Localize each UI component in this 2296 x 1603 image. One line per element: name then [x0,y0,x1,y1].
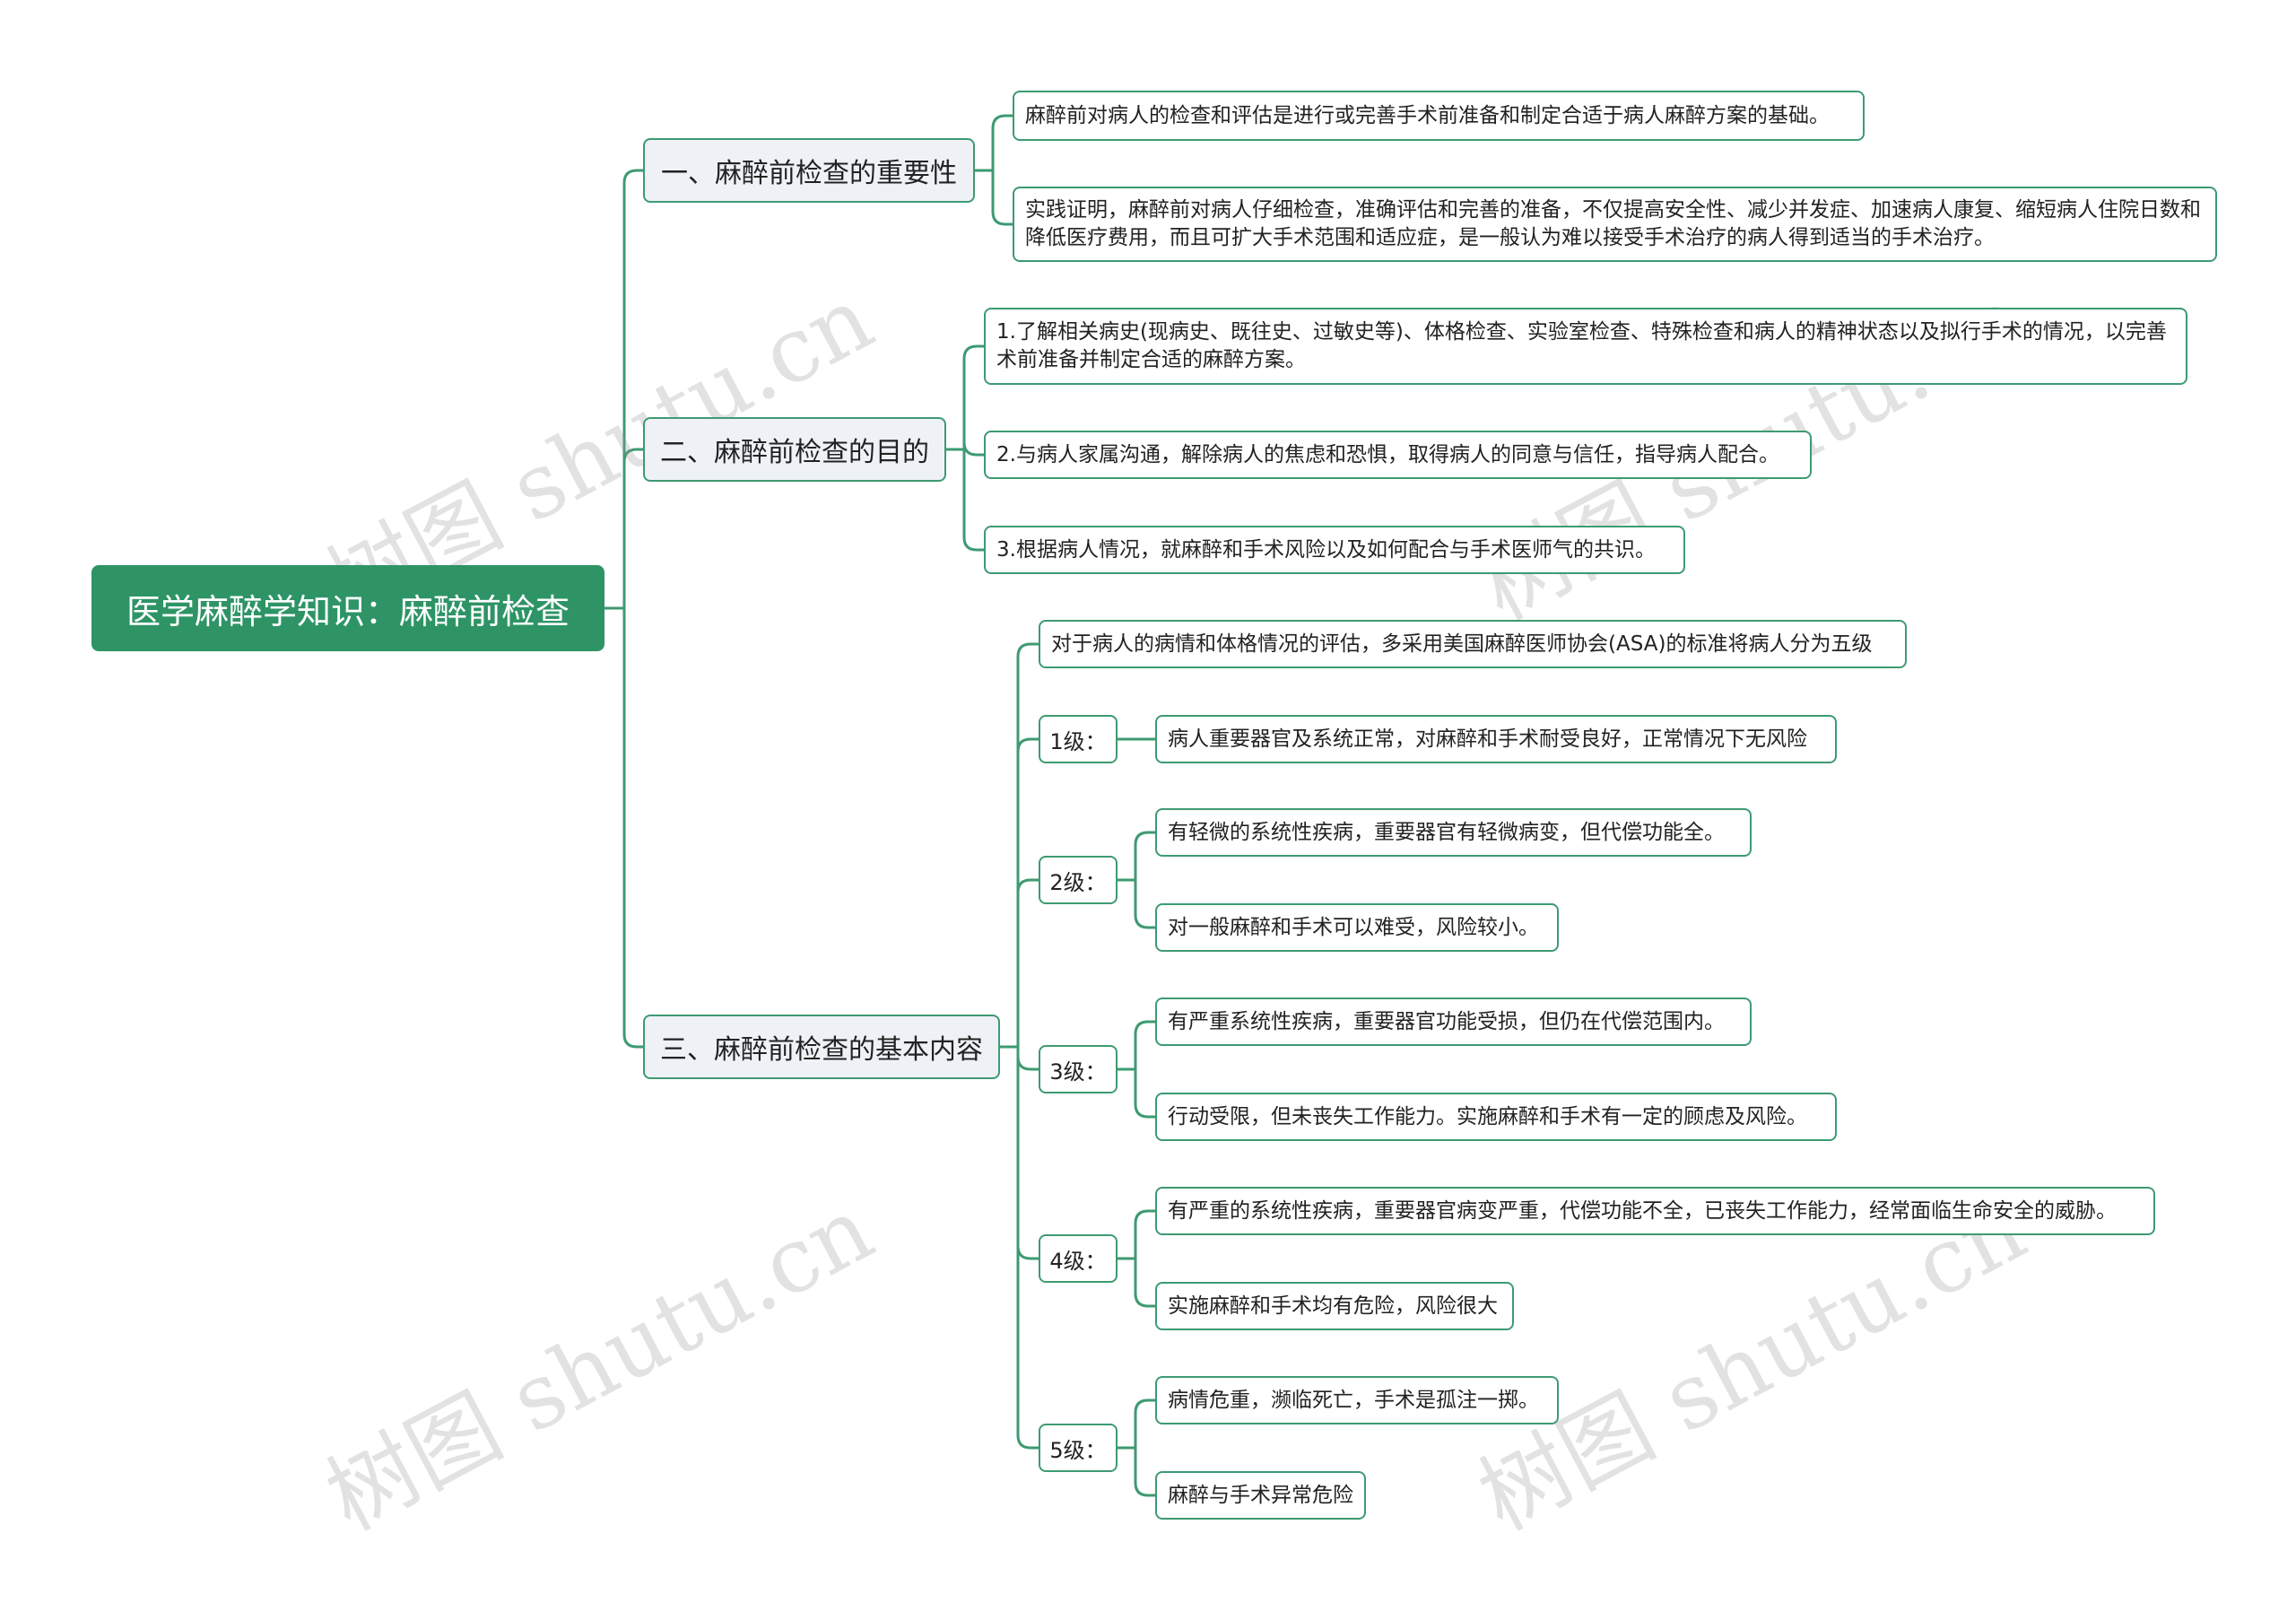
connector-line [604,169,643,1049]
purpose-item[interactable]: 2.与病人家属沟通，解除病人的焦虑和恐惧，取得病人的同意与信任，指导病人配合。 [984,431,1812,479]
importance-item[interactable]: 实践证明，麻醉前对病人仔细检查，准确评估和完善的准备，不仅提高安全性、减少并发症… [1013,187,2217,262]
branch-basic-content[interactable]: 三、麻醉前检查的基本内容 [643,1015,1000,1079]
branch-purpose[interactable]: 二、麻醉前检查的目的 [643,417,946,482]
connector-line [1118,1398,1155,1497]
asa-level-2-detail[interactable]: 有轻微的系统性疾病，重要器官有轻微病变，但代偿功能全。 [1155,808,1752,857]
connector-line [1000,642,1039,1450]
connector-line [1118,1209,1155,1308]
asa-level-3-detail[interactable]: 行动受限，但未丧失工作能力。实施麻醉和手术有一定的顾虑及风险。 [1155,1093,1837,1141]
connector-line [975,114,1013,226]
connector-line [1118,831,1155,929]
asa-level-2[interactable]: 2级： [1039,856,1118,904]
asa-level-5-detail[interactable]: 病情危重，濒临死亡，手术是孤注一掷。 [1155,1376,1559,1424]
asa-level-4-detail[interactable]: 实施麻醉和手术均有危险，风险很大 [1155,1282,1514,1330]
purpose-item[interactable]: 1.了解相关病史(现病史、既往史、过敏史等)、体格检查、实验室检查、特殊检查和病… [984,308,2187,385]
asa-level-1[interactable]: 1级： [1039,715,1118,763]
importance-item[interactable]: 麻醉前对病人的检查和评估是进行或完善手术前准备和制定合适于病人麻醉方案的基础。 [1013,91,1865,141]
asa-level-5[interactable]: 5级： [1039,1424,1118,1472]
asa-level-4[interactable]: 4级： [1039,1234,1118,1283]
purpose-item[interactable]: 3.根据病人情况，就麻醉和手术风险以及如何配合与手术医师气的共识。 [984,526,1685,574]
asa-level-5-detail[interactable]: 麻醉与手术异常危险 [1155,1471,1366,1520]
asa-level-2-detail[interactable]: 对一般麻醉和手术可以难受，风险较小。 [1155,903,1559,952]
asa-intro[interactable]: 对于病人的病情和体格情况的评估，多采用美国麻醉医师协会(ASA)的标准将病人分为… [1039,620,1907,668]
branch-importance[interactable]: 一、麻醉前检查的重要性 [643,138,975,203]
asa-level-3[interactable]: 3级： [1039,1045,1118,1093]
connector-line [946,344,984,552]
connector-line [1118,1020,1155,1119]
asa-level-3-detail[interactable]: 有严重系统性疾病，重要器官功能受损，但仍在代偿范围内。 [1155,998,1752,1046]
asa-level-1-detail[interactable]: 病人重要器官及系统正常，对麻醉和手术耐受良好，正常情况下无风险 [1155,715,1837,763]
root-topic[interactable]: 医学麻醉学知识：麻醉前检查 [91,565,604,651]
asa-level-4-detail[interactable]: 有严重的系统性疾病，重要器官病变严重，代偿功能不全，已丧失工作能力，经常面临生命… [1155,1187,2155,1235]
